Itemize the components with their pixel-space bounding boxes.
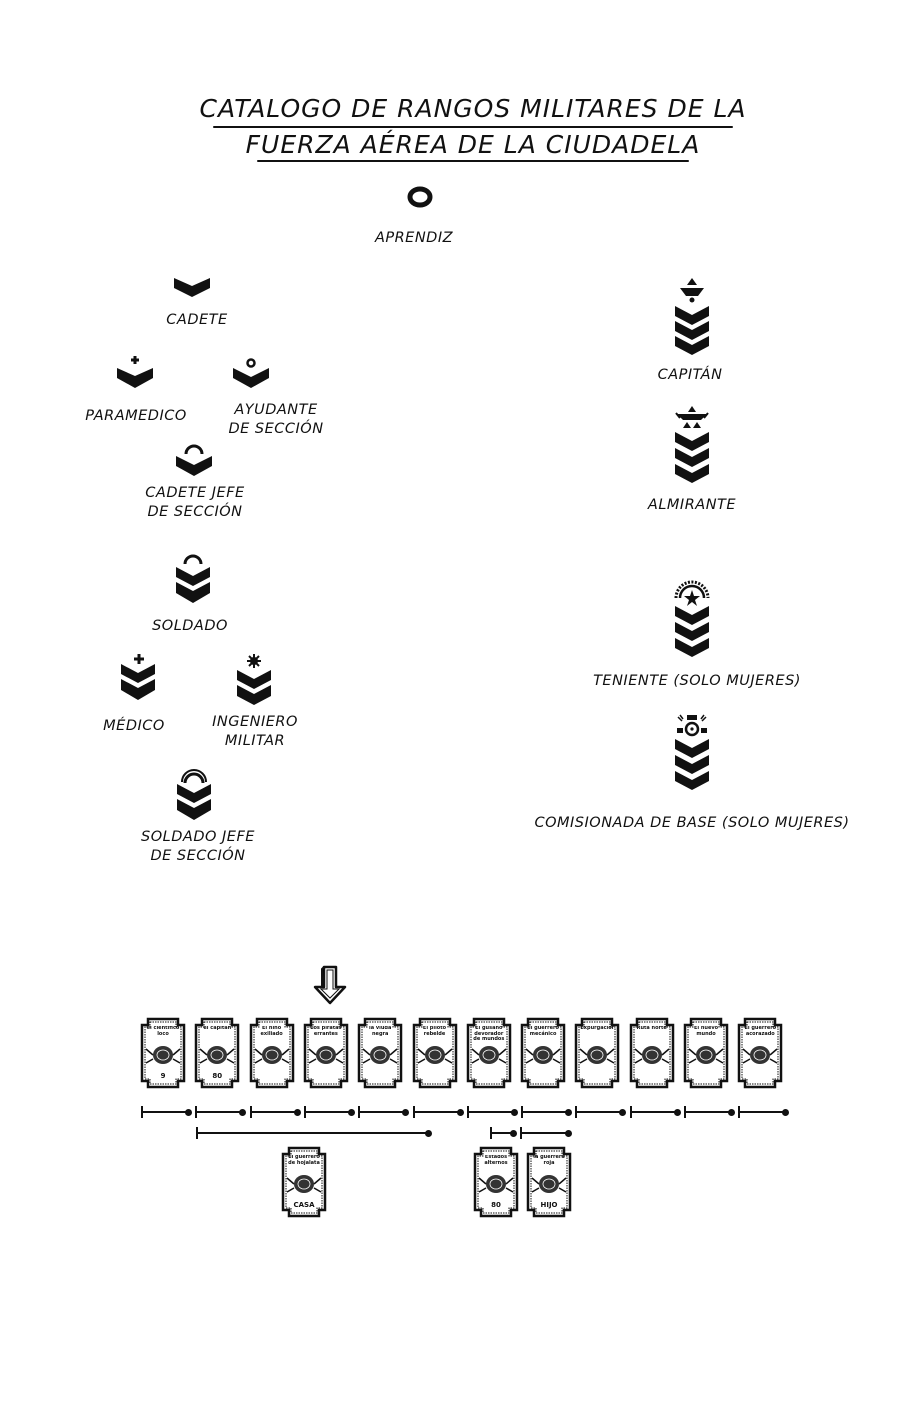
card-title: El nuevo mundo <box>693 1026 719 1037</box>
rank-label-soldado-jefe: SOLDADO JEFE DE SECCIÓN <box>141 829 255 864</box>
caterpillar-illustration-icon <box>466 1017 512 1089</box>
title-line-1: CATALOGO DE RANGOS MILITARES DE LA <box>199 94 747 123</box>
timeline-segment <box>196 1127 432 1139</box>
card-cockroach[interactable]: El niño exiliado <box>249 1017 295 1089</box>
double-chevron-double-arch-icon <box>177 769 211 820</box>
chevron-arch-icon <box>176 444 212 476</box>
card-footer: 80 <box>491 1201 501 1209</box>
card-frog[interactable]: Estados alternos 80 <box>473 1146 519 1218</box>
timeline-segment <box>141 1106 192 1118</box>
tarantula-illustration-icon <box>575 1017 620 1089</box>
timeline-segment <box>303 1106 355 1118</box>
timeline-segment <box>466 1106 518 1118</box>
timeline-segment <box>738 1106 790 1118</box>
rank-label-aprendiz: APRENDIZ <box>374 230 454 246</box>
title-underline-2 <box>257 160 689 162</box>
rank-label-capitan: CAPITÁN <box>657 367 723 383</box>
card-title: Los piratas errantes <box>310 1026 342 1037</box>
rank-label-comisionada: COMISIONADA DE BASE (SOLO MUJERES) <box>534 815 850 831</box>
card-title: Expurgación <box>580 1026 615 1031</box>
beetle-illustration-icon <box>281 1146 327 1218</box>
triple-chevron-sun-star-icon <box>674 580 710 657</box>
card-title: El piloto rebelde <box>422 1026 447 1037</box>
rank-label-cadete-jefe: CADETE JEFE DE SECCIÓN <box>145 485 245 520</box>
wasp-illustration-icon <box>412 1017 457 1089</box>
card-tarantula[interactable]: Expurgación <box>574 1017 620 1089</box>
timeline-segment <box>521 1106 573 1118</box>
card-title: El guerrero de hojalata <box>288 1155 320 1166</box>
timeline-segment <box>575 1106 627 1118</box>
triple-chevron-hat-icon <box>675 278 709 355</box>
timeline-segment <box>520 1127 572 1139</box>
timeline-segment <box>358 1106 410 1118</box>
card-moth[interactable]: el científico loco 9 <box>140 1017 186 1089</box>
card-footer: CASA <box>293 1201 315 1209</box>
timeline-segment <box>684 1106 735 1118</box>
scorpion-illustration-icon <box>629 1017 674 1089</box>
card-title: la guerrera roja <box>533 1155 565 1166</box>
rank-label-soldado: SOLDADO <box>152 618 228 634</box>
rank-label-ayudante: AYUDANTE DE SECCIÓN <box>228 402 324 437</box>
ring-icon <box>407 186 433 208</box>
rank-label-paramedico: PARAMEDICO <box>85 408 187 424</box>
double-chevron-arch-icon <box>176 554 210 603</box>
rank-label-ingeniero: INGENIERO MILITAR <box>212 714 298 749</box>
timeline-segment <box>629 1106 681 1118</box>
title-underline-1 <box>213 126 733 128</box>
title-line-2: FUERZA AÉREA DE LA CIUDADELA <box>245 130 701 159</box>
spider-illustration-icon <box>357 1017 403 1089</box>
card-title: El guerrero mecánico <box>527 1026 559 1037</box>
rank-label-medico: MÉDICO <box>103 718 165 734</box>
rank-label-almirante: ALMIRANTE <box>647 497 737 513</box>
card-grub[interactable]: el capitan 80 <box>194 1017 240 1089</box>
triple-chevron-target-icon <box>675 714 709 790</box>
mantis-illustration-icon <box>520 1017 566 1089</box>
timeline-segment <box>195 1106 247 1118</box>
woodlouse-illustration-icon <box>738 1017 783 1089</box>
grub-illustration-icon <box>195 1017 240 1089</box>
card-title: el capitan <box>203 1026 232 1031</box>
card-title: el científico loco <box>146 1026 180 1037</box>
card-crab[interactable]: Los piratas errantes <box>303 1017 349 1089</box>
card-mantis[interactable]: El guerrero mecánico <box>520 1017 566 1089</box>
chevron-circle-icon <box>233 358 269 388</box>
card-title: El gusano devorador de mundos <box>473 1026 505 1042</box>
card-title: la viuda negra <box>369 1026 392 1037</box>
triple-chevron-crown-icon <box>675 406 709 483</box>
double-chevron-cross-icon <box>121 654 155 700</box>
card-title: Estados alternos <box>484 1155 508 1166</box>
larva-illustration-icon <box>683 1017 729 1089</box>
card-title: El guerrero acorazado <box>744 1026 777 1037</box>
rank-label-cadete: CADETE <box>166 312 228 328</box>
card-caterpillar[interactable]: El gusano devorador de mundos <box>466 1017 512 1089</box>
crab-illustration-icon <box>303 1017 349 1089</box>
cockroach-illustration-icon <box>249 1017 294 1089</box>
card-wasp[interactable]: El piloto rebelde <box>412 1017 458 1089</box>
snail-illustration-icon <box>526 1146 572 1218</box>
frog-illustration-icon <box>473 1146 519 1218</box>
timeline-segment <box>412 1106 464 1118</box>
card-woodlouse[interactable]: El guerrero acorazado <box>737 1017 783 1089</box>
card-larva[interactable]: El nuevo mundo <box>683 1017 729 1089</box>
card-title: Ruta norte <box>636 1026 667 1031</box>
moth-illustration-icon <box>140 1017 186 1089</box>
card-footer: 9 <box>160 1072 166 1080</box>
double-chevron-gear-icon <box>237 654 271 705</box>
chevron-cross-icon <box>117 356 153 388</box>
timeline-segment <box>490 1127 517 1139</box>
timeline-segment <box>249 1106 301 1118</box>
rank-label-teniente: TENIENTE (SOLO MUJERES) <box>593 673 801 689</box>
card-title: El niño exiliado <box>260 1026 283 1037</box>
card-footer: 80 <box>212 1072 223 1080</box>
card-footer: HIJO <box>540 1201 558 1209</box>
card-scorpion[interactable]: Ruta norte <box>629 1017 675 1089</box>
card-spider[interactable]: la viuda negra <box>357 1017 403 1089</box>
single-chevron-icon <box>174 278 210 297</box>
down-arrow-icon <box>313 965 347 1005</box>
